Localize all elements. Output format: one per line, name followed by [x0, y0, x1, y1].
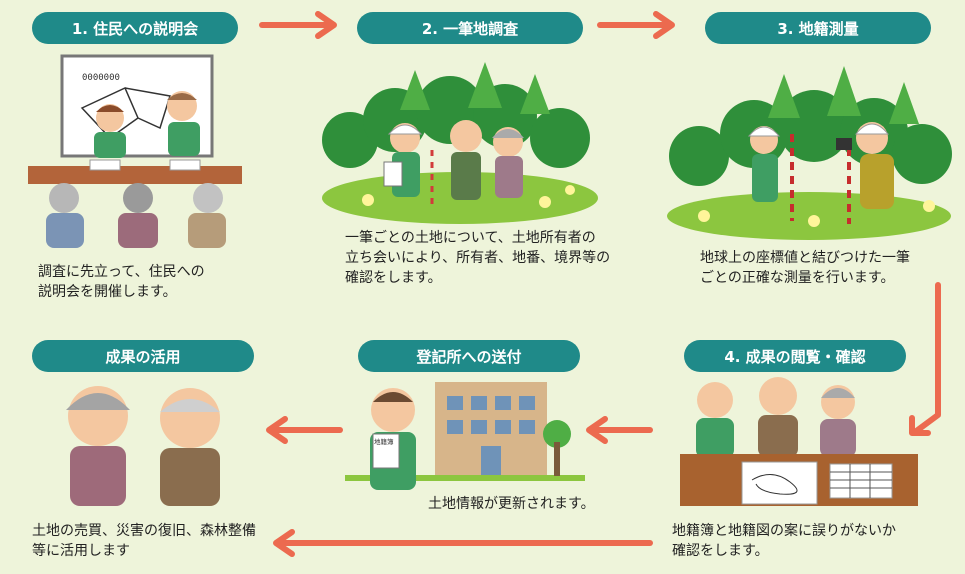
- step1-title: 1. 住民への説明会: [32, 12, 238, 44]
- step4-title: 4. 成果の閲覧・確認: [684, 340, 906, 372]
- arrow-head-3-4: [909, 415, 931, 436]
- owner-man: [450, 120, 482, 200]
- desk: [28, 166, 242, 184]
- svg-text:地籍簿: 地籍簿: [374, 437, 394, 446]
- step2-caption: 一筆ごとの土地について、土地所有者の 立ち会いにより、所有者、地番、境界等の 確…: [345, 230, 611, 286]
- owner-woman: [492, 127, 524, 198]
- surveyor-person: [383, 123, 423, 197]
- register-document: [372, 433, 400, 469]
- arrow-3-4: [912, 282, 941, 435]
- cadastral-register-draft: [829, 463, 893, 499]
- elder-woman: [66, 386, 130, 506]
- step3-caption: 地球上の座標値と結びつけた一筆 ごとの正確な測量を行います。: [700, 250, 910, 286]
- step3-title: 3. 地籍測量: [705, 12, 931, 44]
- step4-caption: 地籍簿と地籍図の案に誤りがないか 確認をします。: [672, 523, 896, 559]
- registry-illustration: 地籍簿: [345, 382, 585, 490]
- arrow-head-5-6: [266, 416, 288, 444]
- surveyor-2: [836, 122, 894, 209]
- presenter-body: [94, 132, 126, 158]
- total-station: [836, 138, 852, 150]
- audience: [46, 183, 226, 248]
- step1-caption: 調査に先立って、住民への 説明会を開催します。: [38, 264, 205, 300]
- presenter2-body: [168, 122, 200, 156]
- cadastral-survey-illustration: [667, 66, 952, 240]
- step5-title: 登記所への送付: [358, 340, 580, 372]
- field-survey-illustration: [322, 62, 598, 224]
- review-illustration: [680, 377, 918, 506]
- elder-man: [160, 388, 220, 506]
- surveyor-1: [747, 126, 781, 202]
- step5-caption: 土地情報が更新されます。: [428, 496, 595, 512]
- arrow-head-2-3: [653, 11, 675, 39]
- courier-person: 地籍簿: [370, 388, 416, 490]
- cadastral-map-draft: [741, 461, 818, 505]
- step6-title: 成果の活用: [32, 340, 254, 372]
- arrow-head-bottom: [273, 529, 295, 557]
- step2-title: 2. 一筆地調査: [357, 12, 583, 44]
- board-code: 0000000: [82, 73, 120, 83]
- arrow-head-1-2: [315, 11, 337, 39]
- briefing-illustration: 0000000: [28, 54, 242, 248]
- step6-caption: 土地の売買、災害の復旧、森林整備 等に活用します: [32, 523, 256, 559]
- utilization-illustration: [66, 386, 220, 506]
- reviewers: [696, 377, 856, 458]
- arrow-head-4-5: [586, 416, 608, 444]
